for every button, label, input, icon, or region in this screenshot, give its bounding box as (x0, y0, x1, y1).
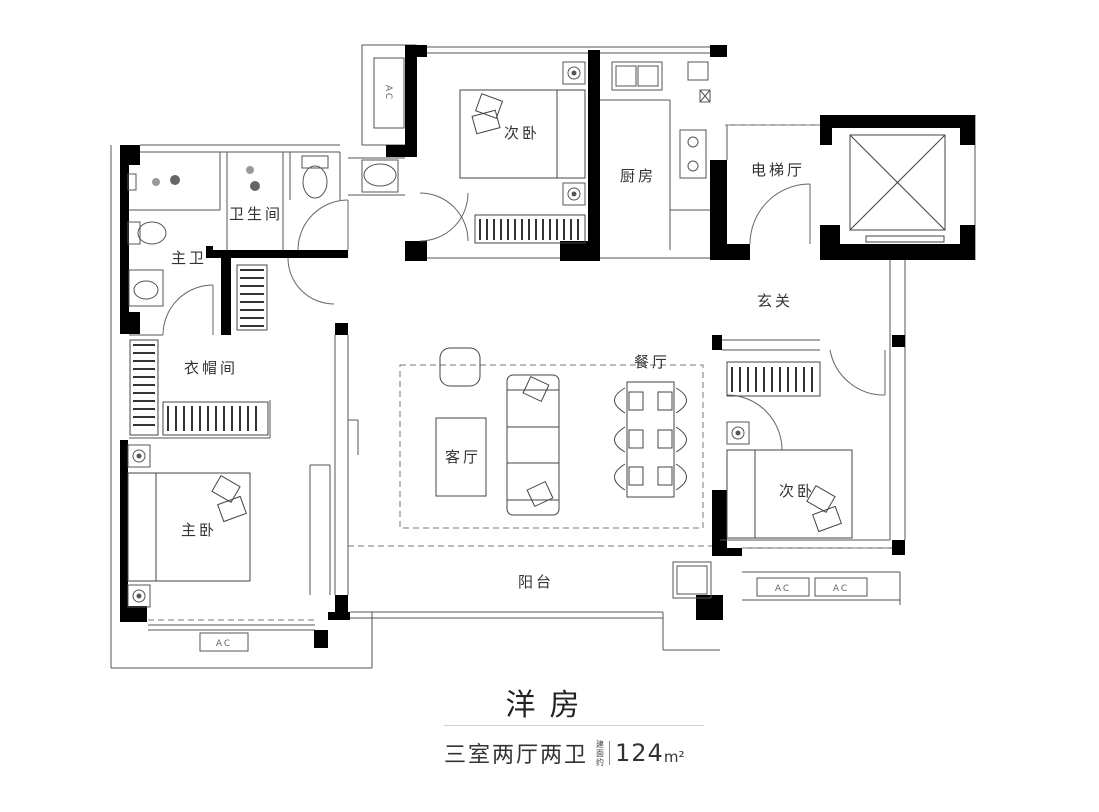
interior-lines (129, 99, 890, 595)
beds (127, 89, 853, 582)
plan-title: 洋房 (505, 688, 594, 723)
area-unit: m² (663, 748, 685, 766)
ac-label: AC (383, 85, 393, 101)
bathroom-fixtures (127, 155, 712, 599)
room-label-balcony: 阳台 (518, 573, 554, 591)
plan-subtitle: 三室两厅两卫 建面约 124 m² (444, 733, 744, 773)
room-label-living: 客厅 (445, 448, 481, 466)
ac-label: AC (216, 639, 232, 649)
living-furniture (435, 347, 560, 516)
room-label-master-bath: 主卫 (171, 249, 207, 267)
wardrobes (129, 214, 821, 436)
thin-outline (110, 44, 976, 669)
room-label-bedroom-top: 次卧 (504, 124, 540, 142)
subtitle-separator (609, 741, 611, 765)
area-note: 建面约 (596, 739, 605, 767)
door-swings (162, 183, 886, 451)
title-divider (444, 725, 704, 726)
room-label-master-bedroom: 主卧 (181, 521, 217, 539)
kitchen-fixtures (611, 61, 711, 179)
ac-label: AC (775, 584, 791, 594)
floor-plan: AC AC AC AC 次卧 厨房 电梯厅 卫生间 主卫 玄关 衣帽间 餐厅 客… (110, 44, 976, 669)
ac-units (199, 577, 868, 652)
room-label-cloakroom: 衣帽间 (184, 359, 238, 377)
room-label-bathroom: 卫生间 (229, 205, 283, 223)
elevator-shaft (849, 134, 946, 243)
room-label-kitchen: 厨房 (620, 167, 656, 185)
room-label-dining: 餐厅 (634, 353, 670, 371)
area-value: 124 (615, 739, 664, 767)
walls (120, 45, 975, 648)
dashed-lines (148, 124, 895, 621)
hangers (133, 219, 813, 431)
dining-table (614, 381, 687, 498)
lamps (127, 61, 750, 608)
room-label-foyer: 玄关 (757, 292, 793, 310)
layout-description: 三室两厅两卫 (444, 743, 589, 768)
room-label-elevator-hall: 电梯厅 (751, 161, 805, 179)
ac-label: AC (833, 584, 849, 594)
room-label-bedroom-right: 次卧 (779, 482, 815, 500)
